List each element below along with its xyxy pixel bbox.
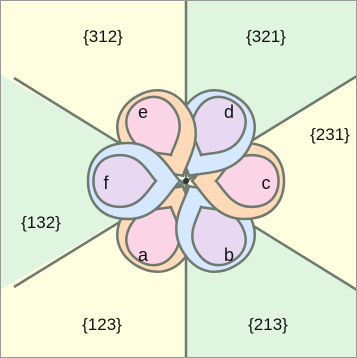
- region-label-312: {312}: [83, 27, 123, 46]
- lobe-label-d: d: [224, 102, 234, 122]
- center-point: [183, 178, 189, 184]
- lobes: [86, 89, 286, 273]
- lobe-label-e: e: [138, 102, 148, 122]
- region-label-123: {123}: [82, 315, 122, 334]
- lobe-label-c: c: [262, 173, 271, 193]
- lobe-d: [175, 89, 256, 178]
- region-label-231: {231}: [310, 125, 350, 144]
- lobe-label-a: a: [138, 245, 149, 265]
- lobe-f: [86, 141, 182, 221]
- lobe-label-f: f: [103, 173, 109, 193]
- diagonal-divider-a: [13, 76, 357, 292]
- lobe-labels: a b c d e f: [103, 102, 270, 265]
- region-label-213: {213}: [248, 315, 288, 334]
- region-label-321: {321}: [246, 27, 286, 46]
- region-labels: {312} {321} {231} {213} {123} {132}: [21, 27, 350, 334]
- lobe-label-b: b: [224, 245, 234, 265]
- region-label-132: {132}: [21, 213, 61, 232]
- lobe-inner-f: [92, 153, 158, 209]
